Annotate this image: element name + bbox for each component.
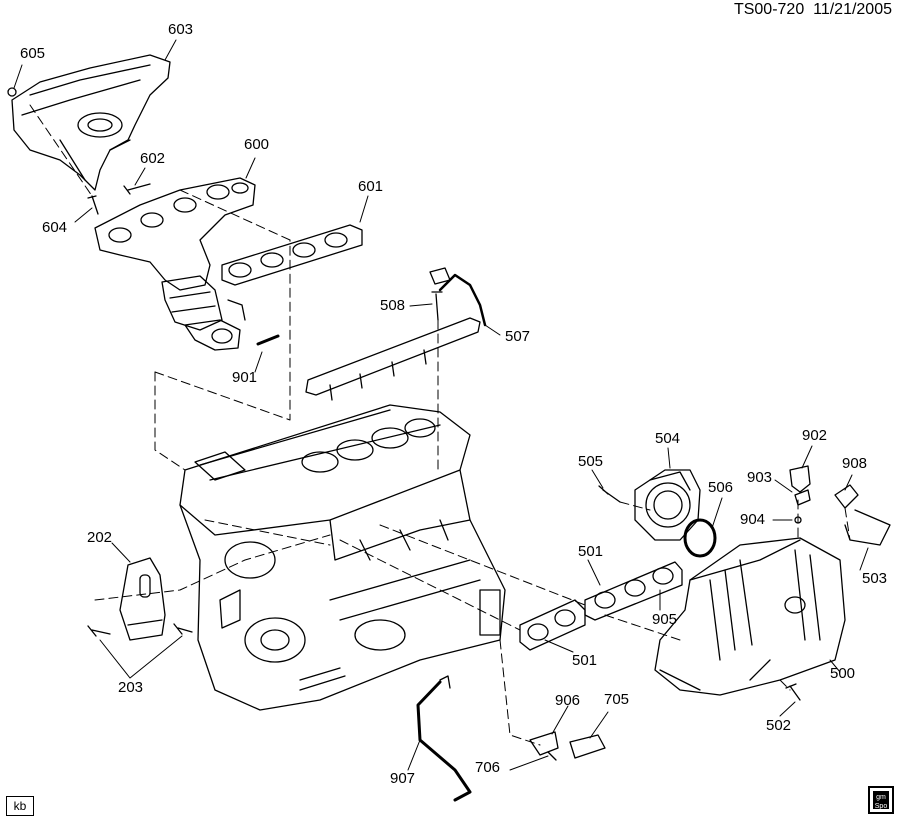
bracket-906 bbox=[529, 731, 559, 756]
callout-501-lower: 501 bbox=[572, 652, 598, 669]
manifold-gasket-601 bbox=[221, 224, 363, 286]
intake-manifold-500 bbox=[654, 537, 846, 696]
callout-504: 504 bbox=[655, 430, 681, 447]
bolt-602 bbox=[123, 183, 151, 195]
assembly-guide-lines bbox=[29, 104, 851, 746]
callout-604: 604 bbox=[42, 219, 68, 236]
callout-202: 202 bbox=[87, 529, 113, 546]
callout-505: 505 bbox=[578, 453, 604, 470]
callout-605: 605 bbox=[20, 45, 46, 62]
callout-502: 502 bbox=[766, 717, 792, 734]
stud-901 bbox=[256, 334, 280, 346]
clip-902 bbox=[789, 465, 811, 493]
callout-601: 601 bbox=[358, 178, 384, 195]
callout-908: 908 bbox=[842, 455, 868, 472]
stud-604 bbox=[87, 195, 99, 215]
diagram-header: TS00-720 11/21/2005 bbox=[734, 2, 892, 18]
callout-905: 905 bbox=[652, 611, 678, 628]
diagram-date: 11/21/2005 bbox=[813, 1, 892, 18]
bolt-203-right bbox=[173, 623, 193, 635]
bracket-202 bbox=[119, 557, 166, 641]
sensor-705 bbox=[569, 734, 606, 759]
callout-507: 507 bbox=[505, 328, 531, 345]
callout-leaders bbox=[13, 39, 869, 771]
callout-603: 603 bbox=[168, 21, 194, 38]
tube-907-fitting bbox=[439, 675, 451, 689]
nut-605 bbox=[7, 87, 17, 97]
bolt-508 bbox=[431, 291, 443, 321]
callout-602: 602 bbox=[140, 150, 166, 167]
callout-901: 901 bbox=[232, 369, 258, 386]
callout-903: 903 bbox=[747, 469, 773, 486]
hose-503 bbox=[844, 509, 891, 546]
oring-506 bbox=[683, 518, 717, 558]
callout-706: 706 bbox=[475, 759, 501, 776]
callout-501-upper: 501 bbox=[578, 543, 604, 560]
throttle-body-504 bbox=[634, 469, 701, 541]
connector-908 bbox=[834, 484, 859, 509]
callout-203: 203 bbox=[118, 679, 144, 696]
bolt-505 bbox=[598, 485, 621, 503]
callout-705: 705 bbox=[604, 691, 630, 708]
diagram-code: TS00-720 bbox=[733, 1, 805, 18]
bolt-203-left bbox=[87, 625, 111, 637]
callout-508: 508 bbox=[380, 297, 406, 314]
exhaust-manifold-600 bbox=[94, 177, 256, 351]
author-initials-box: kb bbox=[6, 796, 34, 816]
callout-902: 902 bbox=[802, 427, 828, 444]
callout-503: 503 bbox=[862, 570, 888, 587]
callout-907: 907 bbox=[390, 770, 416, 787]
bolt-502 bbox=[785, 683, 801, 701]
fuel-rail-507 bbox=[305, 267, 487, 401]
intake-gaskets-501 bbox=[519, 561, 683, 651]
callout-906: 906 bbox=[555, 692, 581, 709]
callout-600: 600 bbox=[244, 136, 270, 153]
heat-shield-603 bbox=[11, 54, 171, 191]
tube-907 bbox=[416, 680, 472, 802]
fitting-903 bbox=[794, 489, 811, 506]
callout-506: 506 bbox=[708, 479, 734, 496]
engine-block bbox=[179, 404, 506, 711]
callout-904: 904 bbox=[740, 511, 766, 528]
bolt-706 bbox=[547, 751, 557, 761]
callout-500: 500 bbox=[830, 665, 856, 682]
